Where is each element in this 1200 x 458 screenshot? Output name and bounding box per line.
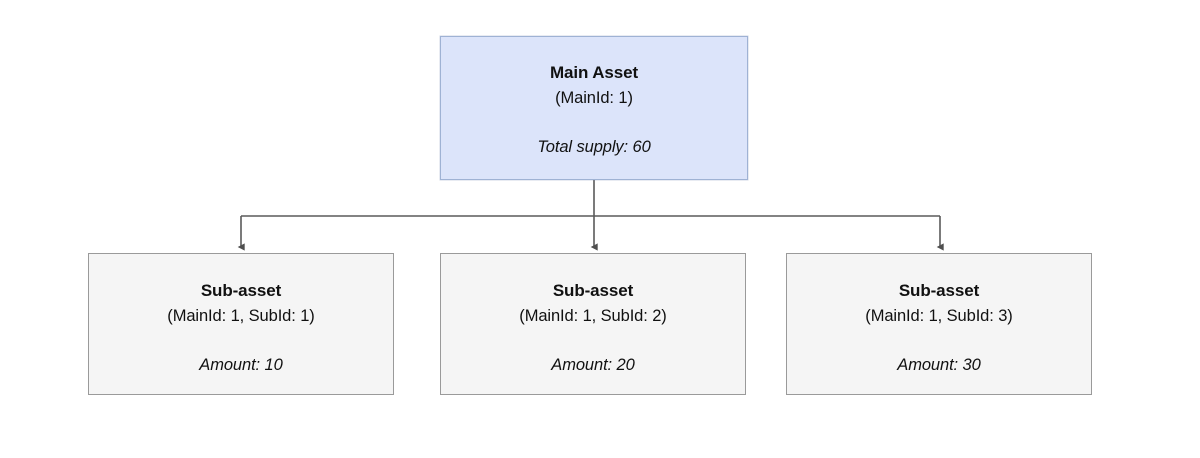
sub-asset-2-amount: Amount: 20	[551, 356, 635, 375]
sub-asset-3-ids: (MainId: 1, SubId: 3)	[865, 307, 1013, 326]
node-sub-asset-1[interactable]: Sub-asset (MainId: 1, SubId: 1) Amount: …	[88, 253, 394, 395]
sub-asset-1-ids: (MainId: 1, SubId: 1)	[167, 307, 315, 326]
sub-asset-2-ids: (MainId: 1, SubId: 2)	[519, 307, 667, 326]
sub-asset-2-title: Sub-asset	[552, 281, 634, 300]
sub-asset-3-title: Sub-asset	[898, 281, 980, 300]
main-asset-title: Main Asset	[549, 63, 639, 82]
sub-asset-1-title: Sub-asset	[200, 281, 282, 300]
main-asset-ids: (MainId: 1)	[555, 89, 633, 108]
sub-asset-1-amount: Amount: 10	[199, 356, 283, 375]
sub-asset-3-amount: Amount: 30	[897, 356, 981, 375]
node-main-asset[interactable]: Main Asset (MainId: 1) Total supply: 60	[440, 36, 748, 180]
main-asset-total-supply: Total supply: 60	[537, 138, 651, 157]
node-sub-asset-2[interactable]: Sub-asset (MainId: 1, SubId: 2) Amount: …	[440, 253, 746, 395]
node-sub-asset-3[interactable]: Sub-asset (MainId: 1, SubId: 3) Amount: …	[786, 253, 1092, 395]
